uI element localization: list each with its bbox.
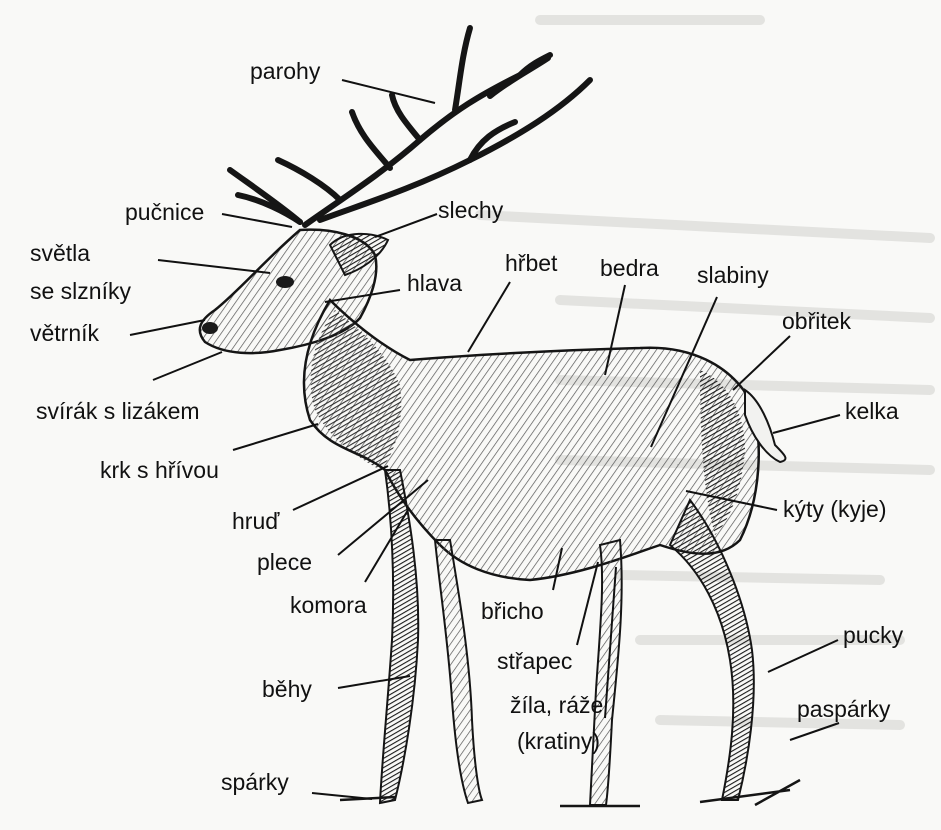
label-hrbet: hřbet [505, 250, 557, 276]
label-pucnice: pučnice [125, 199, 204, 225]
label-pucky: pucky [843, 622, 903, 648]
label-obritek: obřitek [782, 308, 851, 334]
label-slabiny: slabiny [697, 262, 769, 288]
label-plece: plece [257, 549, 312, 575]
label-parohy: parohy [250, 58, 320, 84]
label-bedra: bedra [600, 255, 659, 281]
label-behy: běhy [262, 676, 312, 702]
label-strapec: střapec [497, 648, 572, 674]
label-svirak: svírák s lizákem [36, 398, 200, 424]
label-sparky: spárky [221, 769, 289, 795]
label-kelka: kelka [845, 398, 899, 424]
label-krk: krk s hřívou [100, 457, 219, 483]
label-slechy: slechy [438, 197, 503, 223]
label-komora: komora [290, 592, 367, 618]
label-hlava: hlava [407, 270, 462, 296]
label-kyty: kýty (kyje) [783, 496, 887, 522]
label-zila-1: žíla, ráže [510, 692, 603, 718]
label-svetla-1: světla [30, 240, 90, 266]
label-hrud: hruď [232, 508, 279, 534]
label-zila-2: (kratiny) [517, 728, 600, 754]
label-bricho: břicho [481, 598, 544, 624]
label-vetrnik: větrník [30, 320, 99, 346]
label-svetla-2: se slzníky [30, 278, 131, 304]
label-pasparky: paspárky [797, 696, 890, 722]
